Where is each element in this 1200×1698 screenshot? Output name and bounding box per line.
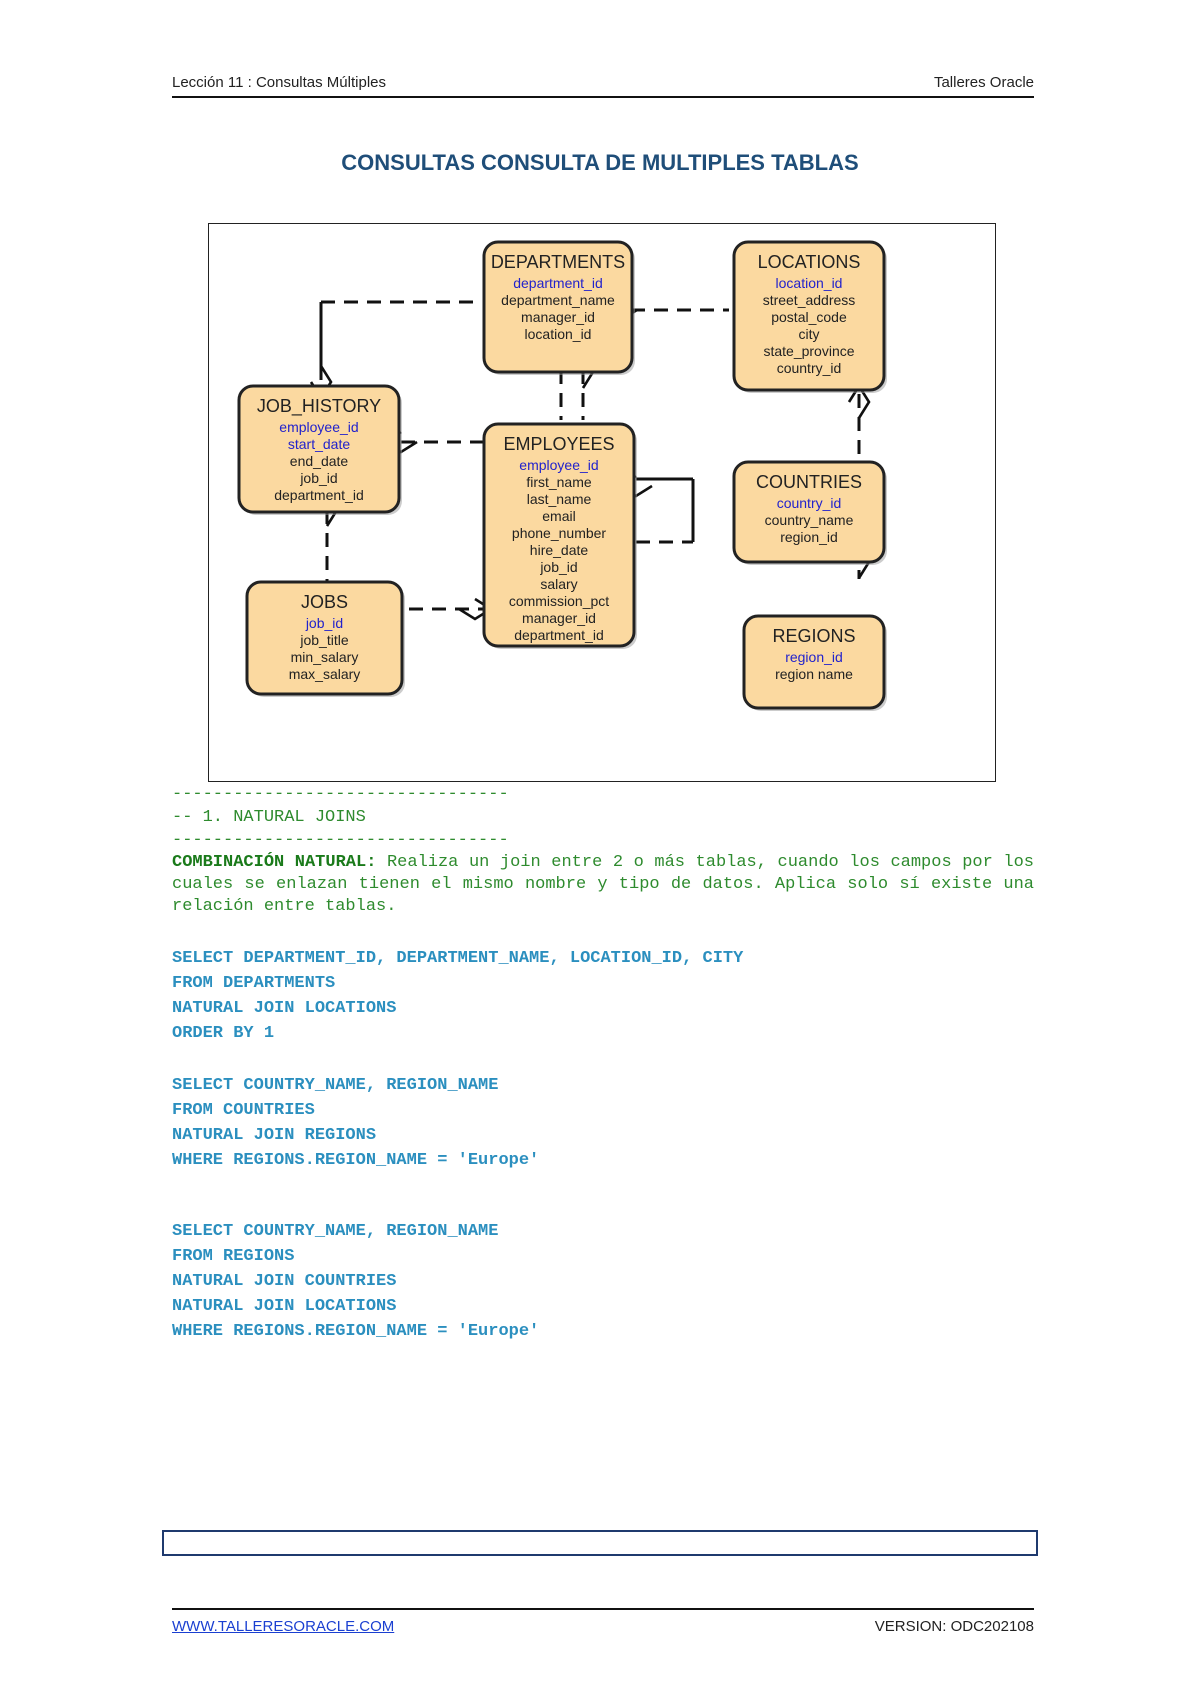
entity-field: region name	[775, 666, 853, 682]
entity-field: department_id	[514, 627, 604, 643]
entity-box-employees	[482, 422, 636, 648]
sql-line: FROM DEPARTMENTS	[172, 974, 336, 993]
entity-field: manager_id	[522, 610, 596, 626]
sql-line: NATURAL JOIN COUNTRIES	[172, 1272, 397, 1291]
entity-key-field: region_id	[785, 649, 843, 665]
header-rule	[172, 96, 1034, 98]
entity-key-field: department_id	[513, 275, 603, 291]
natural-join-description: COMBINACIÓN NATURAL: Realiza un join ent…	[172, 852, 1034, 918]
entity-title-regions: REGIONS	[772, 626, 855, 646]
sql-line: NATURAL JOIN LOCATIONS	[172, 1297, 397, 1316]
entity-field: department_id	[274, 487, 364, 503]
sql-line: NATURAL JOIN LOCATIONS	[172, 999, 397, 1018]
entity-key-field: country_id	[777, 495, 842, 511]
footer-website-link[interactable]: WWW.TALLERESORACLE.COM	[172, 1618, 395, 1635]
entity-field: max_salary	[289, 666, 361, 682]
entity-field: location_id	[525, 326, 592, 342]
entity-box-locations	[732, 240, 886, 392]
sql-query-3: SELECT COUNTRY_NAME, REGION_NAME FROM RE…	[172, 1219, 539, 1344]
sql-line: FROM COUNTRIES	[172, 1101, 315, 1120]
entity-field: job_id	[299, 470, 337, 486]
entity-box-departments	[482, 240, 634, 374]
description-label: COMBINACIÓN NATURAL:	[172, 853, 377, 872]
sql-line: SELECT COUNTRY_NAME, REGION_NAME	[172, 1222, 499, 1241]
sql-line: FROM REGIONS	[172, 1247, 295, 1266]
entity-box-countries	[732, 460, 886, 564]
sql-query-1: SELECT DEPARTMENT_ID, DEPARTMENT_NAME, L…	[172, 946, 743, 1046]
entity-field: hire_date	[530, 542, 589, 558]
sql-line: WHERE REGIONS.REGION_NAME = 'Europe'	[172, 1151, 540, 1170]
entity-title-job_history: JOB_HISTORY	[257, 396, 381, 417]
footer-box	[162, 1530, 1038, 1556]
entity-field: street_address	[763, 292, 856, 308]
sql-query-2: SELECT COUNTRY_NAME, REGION_NAME FROM CO…	[172, 1073, 539, 1173]
section-divider-bottom: ---------------------------------	[172, 831, 509, 850]
page-title: CONSULTAS CONSULTA DE MULTIPLES TABLAS	[341, 150, 859, 175]
section-heading: -- 1. NATURAL JOINS	[172, 808, 366, 827]
entity-title-departments: DEPARTMENTS	[491, 252, 625, 272]
entity-key-field: employee_id	[519, 457, 598, 473]
entity-field: job_id	[539, 559, 577, 575]
entity-box-regions	[742, 614, 886, 710]
sql-line: SELECT COUNTRY_NAME, REGION_NAME	[172, 1076, 499, 1095]
er-diagram-canvas: DEPARTMENTSdepartment_iddepartment_namem…	[237, 240, 887, 711]
entity-box-job_history	[237, 384, 401, 514]
entity-key-field: location_id	[776, 275, 843, 291]
section-divider-top: ---------------------------------	[172, 785, 509, 804]
footer-rule	[172, 1608, 1034, 1610]
entity-title-locations: LOCATIONS	[758, 252, 861, 272]
sql-line: ORDER BY 1	[172, 1024, 275, 1043]
entity-field: min_salary	[291, 649, 359, 665]
entity-field: job_title	[299, 632, 348, 648]
entity-field: state_province	[763, 343, 854, 359]
entity-field: first_name	[526, 474, 592, 490]
entity-title-jobs: JOBS	[301, 592, 348, 612]
entity-box-jobs	[245, 580, 404, 696]
entity-key-field: employee_id	[279, 419, 358, 435]
sql-line: WHERE REGIONS.REGION_NAME = 'Europe'	[172, 1322, 540, 1341]
entity-field: manager_id	[521, 309, 595, 325]
sql-line: SELECT DEPARTMENT_ID, DEPARTMENT_NAME, L…	[172, 949, 744, 968]
header-lesson: Lección 11 : Consultas Múltiples	[172, 74, 386, 91]
entity-field: phone_number	[512, 525, 607, 541]
entity-field: commission_pct	[509, 593, 609, 609]
entity-field: end_date	[290, 453, 349, 469]
crows-foot-marker	[847, 383, 871, 419]
entity-key-field: job_id	[305, 615, 343, 631]
entity-field: last_name	[527, 491, 592, 507]
entity-field: email	[542, 508, 575, 524]
entity-field: department_name	[501, 292, 615, 308]
entity-field: country_id	[777, 360, 842, 376]
entity-field: country_name	[765, 512, 854, 528]
entity-key-field: start_date	[288, 436, 350, 452]
entity-field: salary	[540, 576, 577, 592]
entity-field: city	[799, 326, 820, 342]
sql-line: NATURAL JOIN REGIONS	[172, 1126, 377, 1145]
footer-version: VERSION: ODC202108	[874, 1618, 1034, 1635]
entity-field: postal_code	[771, 309, 847, 325]
entity-title-countries: COUNTRIES	[756, 472, 862, 492]
entity-field: region_id	[780, 529, 838, 545]
description-text: Realiza un join entre 2 o más tablas, cu…	[172, 853, 1034, 916]
header-brand: Talleres Oracle	[933, 74, 1034, 91]
entity-title-employees: EMPLOYEES	[503, 434, 614, 454]
